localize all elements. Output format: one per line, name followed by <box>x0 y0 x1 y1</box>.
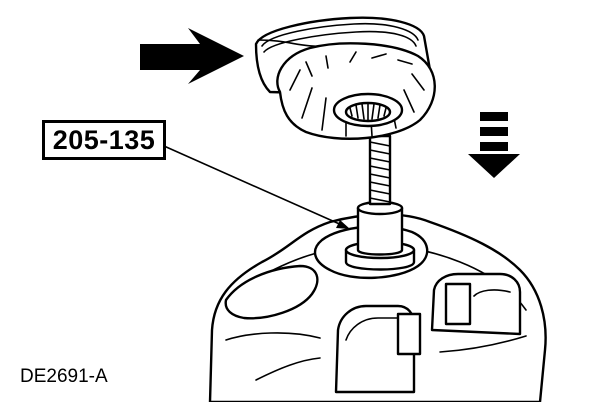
tool-callout-box: 205-135 <box>42 120 166 160</box>
figure-id: DE2691-A <box>20 366 108 387</box>
hub-splines <box>349 102 387 121</box>
callout-leader <box>163 145 350 229</box>
down-arrow-icon <box>468 112 520 178</box>
tool-callout-label: 205-135 <box>52 124 156 155</box>
side-gear <box>254 16 436 140</box>
thread-lines <box>369 141 391 203</box>
push-arrow-icon <box>140 28 244 84</box>
tool-205-135 <box>344 134 416 271</box>
